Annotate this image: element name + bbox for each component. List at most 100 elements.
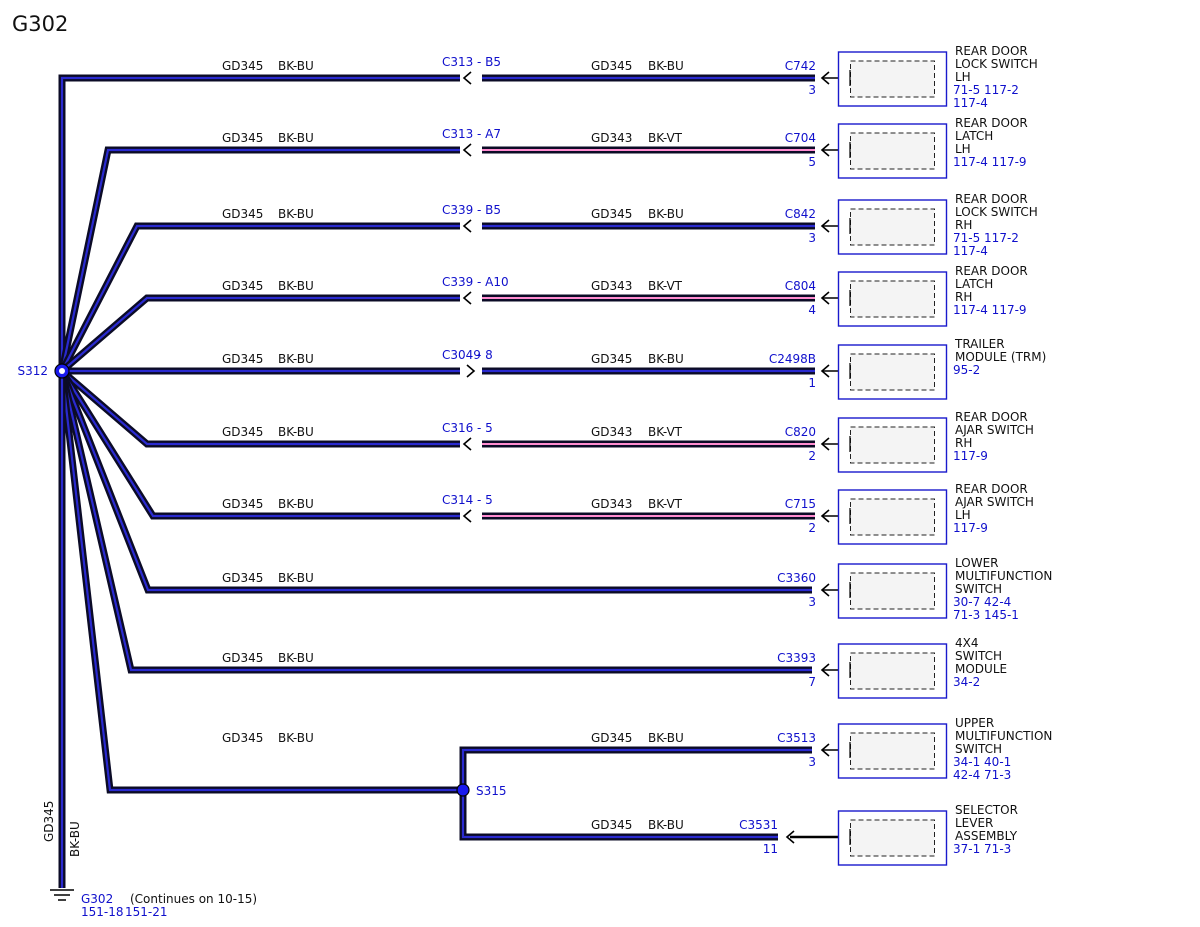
inline-connector-pin: - B5 xyxy=(477,203,501,217)
splice-s315-dot xyxy=(456,783,470,797)
component-name-line: MODULE (TRM) xyxy=(955,350,1046,364)
right-circuit-label: GD345 xyxy=(591,352,632,366)
component-name-line: SELECTOR xyxy=(955,803,1018,817)
connector-pin: 3 xyxy=(808,231,816,245)
pin-chevron xyxy=(820,509,830,523)
component-page-ref: 71-5 117-2 xyxy=(953,83,1019,97)
left-wire-color-label: BK-BU xyxy=(278,731,314,745)
right-wire-color-label: BK-BU xyxy=(648,207,684,221)
connector-label: C3531 xyxy=(739,818,778,832)
connector-label: C2498B xyxy=(769,352,816,366)
component-internal-dashed xyxy=(850,498,935,536)
component-name-line: SWITCH xyxy=(955,742,1002,756)
pin-chevron xyxy=(820,663,830,677)
connector-pin: 11 xyxy=(763,842,778,856)
component-name-line: REAR DOOR xyxy=(955,410,1028,424)
right-circuit-label: GD345 xyxy=(591,59,632,73)
right-wire-color-label: BK-BU xyxy=(648,352,684,366)
component-name-line: TRAILER xyxy=(954,337,1005,351)
component-internal-dashed xyxy=(850,426,935,464)
inline-connector-pin: - 5 xyxy=(477,421,493,435)
pin-chevron xyxy=(785,830,795,844)
component-name-line: REAR DOOR xyxy=(955,264,1028,278)
component-name-line: 4X4 xyxy=(955,636,979,650)
left-circuit-label: GD345 xyxy=(222,731,263,745)
ground-page-ref: 151-21 xyxy=(125,905,168,919)
left-circuit-label: GD345 xyxy=(222,571,263,585)
component-page-ref: 117-4 117-9 xyxy=(953,303,1027,317)
connector-pin: 3 xyxy=(808,595,816,609)
right-circuit-label: GD343 xyxy=(591,131,632,145)
branch-wire-left xyxy=(58,370,812,674)
left-wire-color-label: BK-BU xyxy=(278,571,314,585)
inline-connector-label: C313 xyxy=(442,55,473,69)
branch-wire-left-core xyxy=(61,370,460,446)
branch-wire-c3513-core xyxy=(461,748,812,790)
right-wire-color-label: BK-VT xyxy=(648,425,683,439)
connector-label: C742 xyxy=(785,59,816,73)
inline-connector-chevron xyxy=(462,291,472,305)
pin-chevron xyxy=(820,364,830,378)
inline-connector-label: C339 xyxy=(442,203,473,217)
component-name-line: SWITCH xyxy=(955,649,1002,663)
connector-pin: 2 xyxy=(808,449,816,463)
connector-label: C3360 xyxy=(777,571,816,585)
left-wire-color-label: BK-BU xyxy=(278,207,314,221)
pin-chevron xyxy=(820,143,830,157)
component-name-line: LEVER xyxy=(955,816,993,830)
pin-chevron xyxy=(820,743,830,757)
component-name-line: LH xyxy=(955,70,971,84)
left-circuit-label: GD345 xyxy=(222,207,263,221)
component-name-line: AJAR SWITCH xyxy=(955,423,1034,437)
branch-wire-left-core xyxy=(61,296,460,372)
right-wire-color-label: BK-VT xyxy=(648,279,683,293)
right-wire-color-label: BK-BU xyxy=(648,59,684,73)
component-name-line: LH xyxy=(955,508,971,522)
right-wire-color-label: BK-BU xyxy=(648,818,684,832)
right-circuit-label: GD345 xyxy=(591,207,632,221)
component-name-line: REAR DOOR xyxy=(955,192,1028,206)
component-page-ref: 71-3 145-1 xyxy=(953,608,1019,622)
component-name-line: RH xyxy=(955,290,972,304)
branch-wire-left-core xyxy=(60,76,460,371)
inline-connector-chevron xyxy=(466,364,476,378)
inline-connector-chevron xyxy=(462,71,472,85)
right-wire-color-label: BK-VT xyxy=(648,131,683,145)
left-wire-color-label: BK-BU xyxy=(278,497,314,511)
branch-wire-left-core xyxy=(60,370,812,672)
inline-connector-chevron xyxy=(462,219,472,233)
branch-wire-left-core xyxy=(60,370,812,592)
connector-label: C715 xyxy=(785,497,816,511)
left-wire-color-label: BK-BU xyxy=(278,279,314,293)
component-page-ref: 117-4 xyxy=(953,244,988,258)
connector-label: C3393 xyxy=(777,651,816,665)
splice-s312-label: S312 xyxy=(17,364,48,378)
pin-chevron xyxy=(820,219,830,233)
component-page-ref: 30-7 42-4 xyxy=(953,595,1011,609)
connector-label: C842 xyxy=(785,207,816,221)
component-name-line: REAR DOOR xyxy=(955,116,1028,130)
connector-label: C820 xyxy=(785,425,816,439)
component-page-ref: 34-1 40-1 xyxy=(953,755,1011,769)
component-name-line: ASSEMBLY xyxy=(955,829,1018,843)
left-circuit-label: GD345 xyxy=(222,59,263,73)
component-name-line: RH xyxy=(955,436,972,450)
connector-label: C804 xyxy=(785,279,816,293)
component-name-line: LOWER xyxy=(955,556,999,570)
component-name-line: REAR DOOR xyxy=(955,44,1028,58)
right-circuit-label: GD345 xyxy=(591,818,632,832)
circuit-row: GD345 BK-BU C339 - B5 GD345 BK-BU C842 3 REAR DO… xyxy=(222,192,1038,258)
component-name-line: SWITCH xyxy=(955,582,1002,596)
component-name-line: AJAR SWITCH xyxy=(955,495,1034,509)
left-circuit-label: GD345 xyxy=(222,651,263,665)
splice-s315-label: S315 xyxy=(476,784,507,798)
inline-connector-label: C3049 xyxy=(442,348,481,362)
ground-label: G302 xyxy=(81,892,113,906)
